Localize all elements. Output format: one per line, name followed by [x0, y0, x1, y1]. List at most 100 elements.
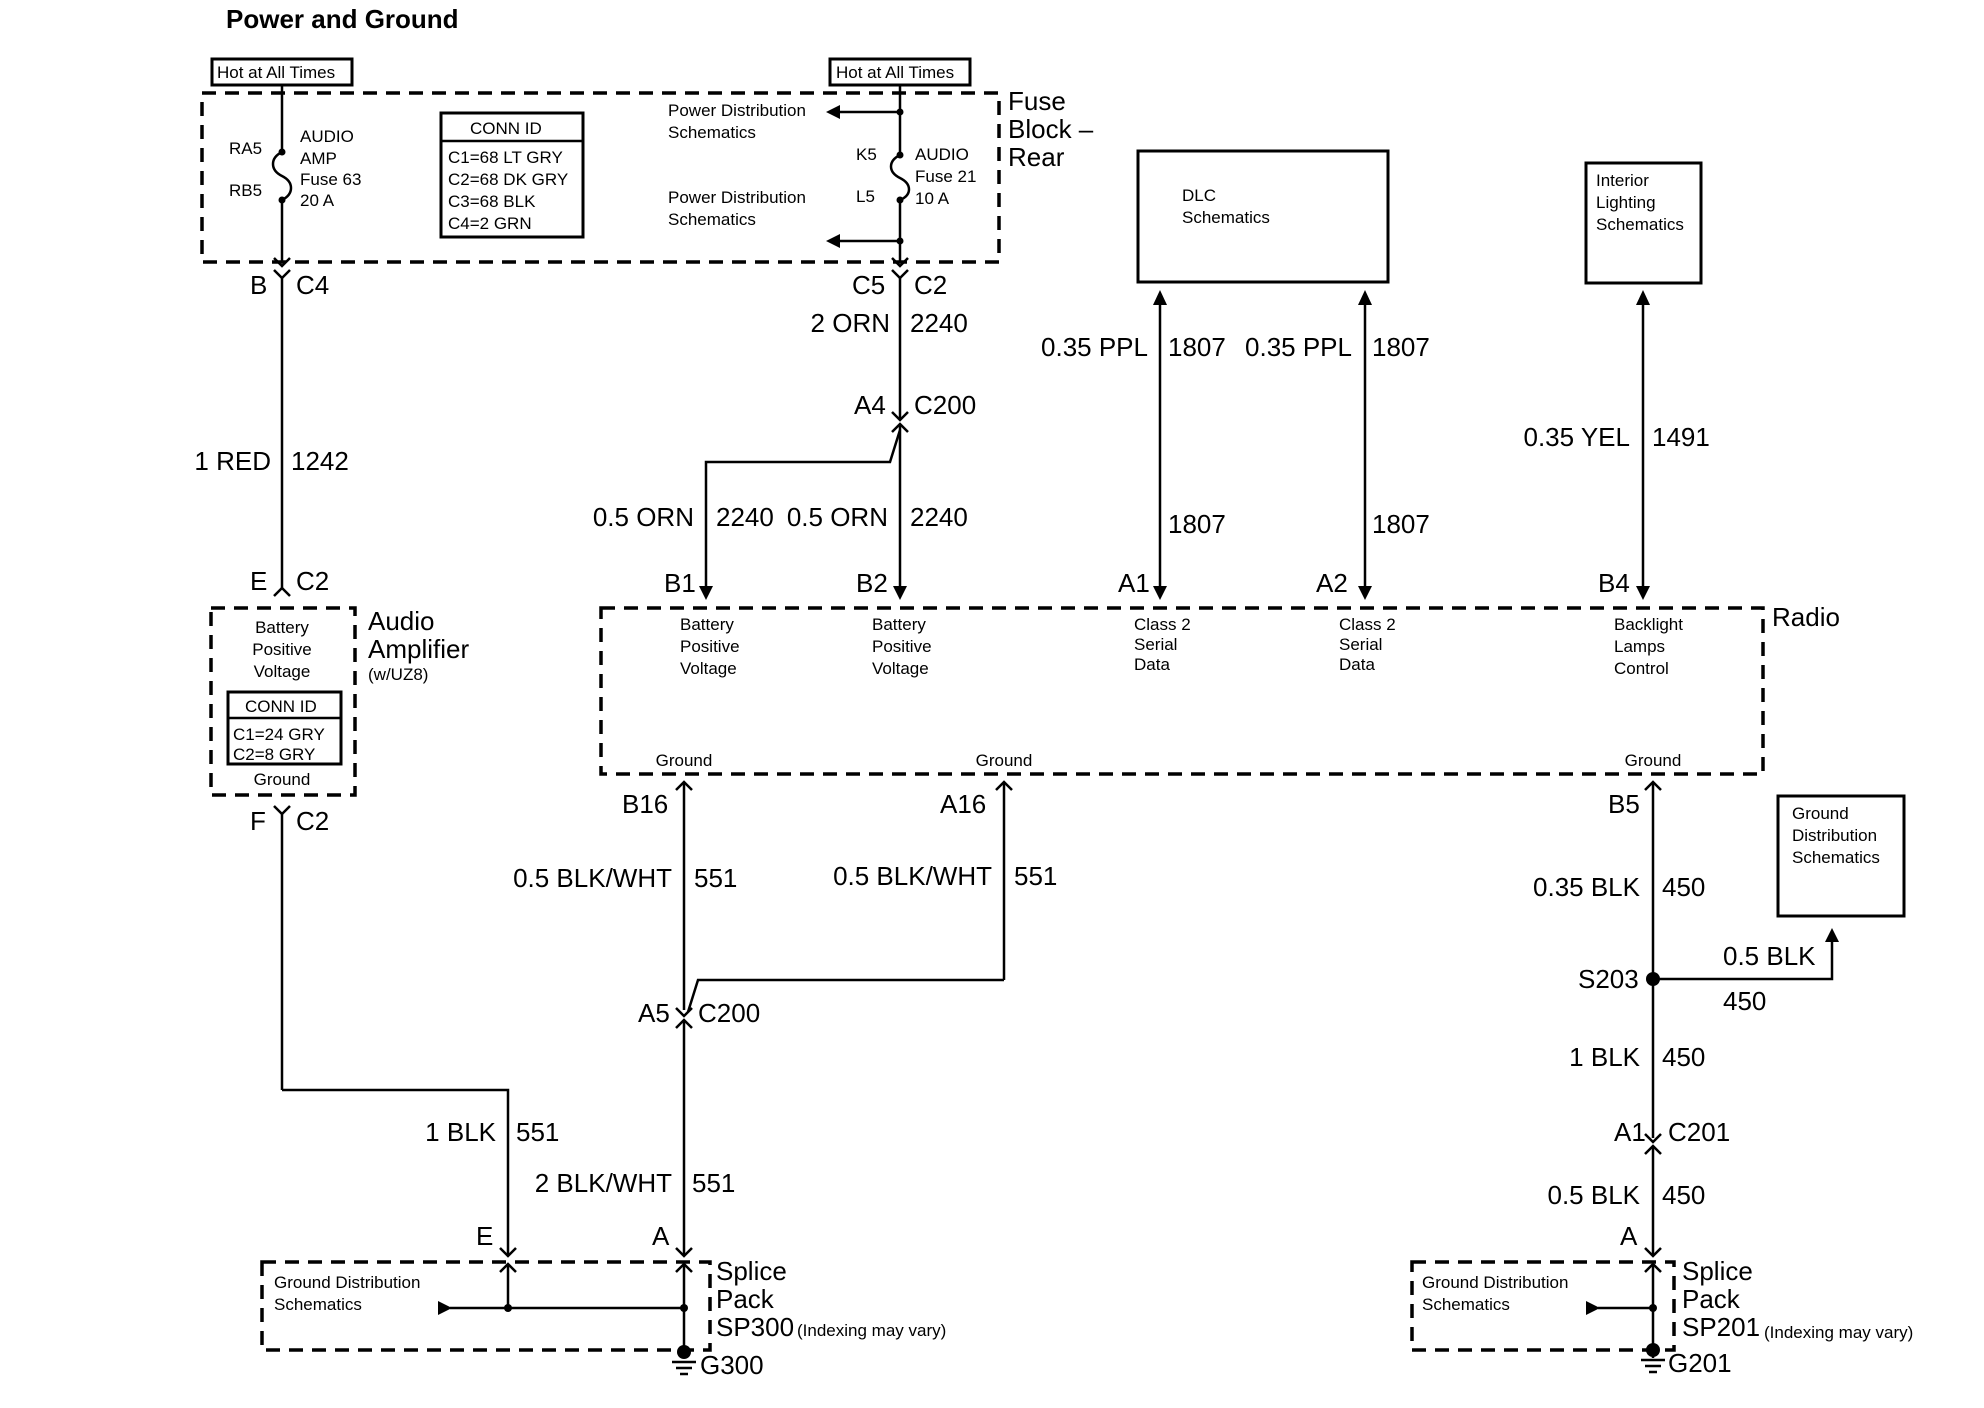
fuse-icon [889, 153, 911, 202]
ground-node [677, 1345, 691, 1359]
fuse-pin-l5: L5 [856, 187, 875, 206]
dlc-schematics: DLC Schematics 0.35 PPL 1807 1807 A1 0.3… [1041, 149, 1430, 600]
fuse-block-name-2: Block – [1008, 114, 1094, 144]
conn-id-box [439, 111, 585, 239]
connector-label: C4 [296, 270, 329, 300]
radio-pin-b1: B1 [664, 568, 696, 598]
wire-gauge: 0.35 PPL [1245, 332, 1352, 362]
radio-pin-description: Class 2 [1339, 615, 1396, 634]
amplifier-outline [209, 606, 357, 797]
connector-label: C200 [914, 390, 976, 420]
wire-gauge: 0.5 BLK/WHT [833, 861, 992, 891]
radio-pin-description: Control [1614, 659, 1669, 678]
radio-pin-description: Backlight [1614, 615, 1683, 634]
wire-circuit: 1491 [1652, 422, 1710, 452]
arrow-left-icon [826, 234, 840, 248]
splice-name: Splice [1682, 1256, 1753, 1286]
pin-label: F [250, 806, 266, 836]
ground-dist-label: Ground Distribution [274, 1273, 420, 1292]
interior-label: Interior [1596, 171, 1649, 190]
radio: Radio Battery Positive Voltage Battery P… [599, 602, 1840, 776]
fuse-label: Fuse 21 [915, 167, 976, 186]
pin-label: A [1620, 1221, 1638, 1251]
wire-circuit: 2240 [910, 308, 968, 338]
wire-gauge: 0.5 ORN [593, 502, 694, 532]
wire-gauge: 1 BLK [425, 1117, 496, 1147]
arrow-right-icon [438, 1301, 452, 1315]
connector-label: C200 [698, 998, 760, 1028]
connector-label: C2 [296, 566, 329, 596]
wire-circuit: 450 [1662, 1180, 1705, 1210]
radio-pin-a16: A16 [940, 789, 986, 819]
wire-circuit: 551 [516, 1117, 559, 1147]
wire-circuit: 2240 [716, 502, 774, 532]
radio-pin-b16: B16 [622, 789, 668, 819]
arrow-up-icon [1153, 290, 1167, 305]
radio-pin-description: Positive [872, 637, 932, 656]
interior-label: Schematics [1596, 215, 1684, 234]
fuse-label: AUDIO [915, 145, 969, 164]
amp-ground-label: Ground [254, 770, 311, 789]
radio-pin-description: Lamps [1614, 637, 1665, 656]
ground-node [1646, 1343, 1660, 1357]
arrow-down-icon [1636, 586, 1650, 600]
connector-label: C2 [914, 270, 947, 300]
wire-gauge: 0.5 BLK [1723, 941, 1816, 971]
radio-pin-a1: A1 [1118, 568, 1150, 598]
arrow-down-icon [1358, 586, 1372, 600]
pin-label: A1 [1614, 1117, 1646, 1147]
radio-pin-b4: B4 [1598, 568, 1630, 598]
fuse-label: AMP [300, 149, 337, 168]
ground-dist-label: Ground [1792, 804, 1849, 823]
radio-pin-b2: B2 [856, 568, 888, 598]
ground-icon [672, 1360, 696, 1376]
audio-amplifier: Audio Amplifier (w/UZ8) Battery Positive… [209, 606, 469, 797]
wire-circuit: 450 [1662, 872, 1705, 902]
interior-lighting-box [1584, 161, 1703, 285]
sp300-outline [260, 1260, 712, 1352]
wire-gauge: 1 BLK [1569, 1042, 1640, 1072]
radio-pin-a2: A2 [1316, 568, 1348, 598]
amp-conn-id-line: C1=24 GRY [233, 725, 325, 744]
splice-name: Splice [716, 1256, 787, 1286]
pin-label: E [476, 1221, 493, 1251]
pin-description: Voltage [254, 662, 311, 681]
arrow-up-icon [1358, 290, 1372, 305]
fuse-block: Hot at All Times Hot at All Times Fuse B… [200, 57, 1094, 264]
splice-note: (Indexing may vary) [1764, 1323, 1913, 1342]
pin-description: Battery [255, 618, 309, 637]
radio-pin-description: Serial [1134, 635, 1177, 654]
fuse-block-name-1: Fuse [1008, 86, 1066, 116]
ground-distribution-box [1776, 794, 1906, 918]
radio-pin-description: Data [1339, 655, 1375, 674]
wire-circuit: 1807 [1372, 332, 1430, 362]
splice-pack-sp300: Ground Distribution Schematics Splice Pa… [260, 1247, 946, 1380]
amplifier-option: (w/UZ8) [368, 665, 428, 684]
amp-conn-id-line: C2=8 GRY [233, 745, 315, 764]
radio-pin-description: Battery [680, 615, 734, 634]
interior-lighting: Interior Lighting Schematics 0.35 YEL 14… [1523, 161, 1710, 600]
radio-ground-label: Ground [656, 751, 713, 770]
arrow-up-icon [1825, 928, 1839, 942]
page-title: Power and Ground [226, 4, 459, 34]
pin-label: A5 [638, 998, 670, 1028]
radio-pin-description: Voltage [680, 659, 737, 678]
splice-note: (Indexing may vary) [797, 1321, 946, 1340]
fuse-icon [271, 150, 293, 202]
splice-pack-sp201: Ground Distribution Schematics Splice Pa… [1410, 1247, 1913, 1378]
pin-label: A4 [854, 390, 886, 420]
radio-pin-description: Class 2 [1134, 615, 1191, 634]
wire-gauge: 0.35 PPL [1041, 332, 1148, 362]
pin-label: A [652, 1221, 670, 1251]
sp201-outline [1410, 1260, 1676, 1352]
radio-ground-label: Ground [976, 751, 1033, 770]
wire-circuit: 1807 [1372, 509, 1430, 539]
conn-id-line: C1=68 LT GRY [448, 148, 563, 167]
fuse-block-name-3: Rear [1008, 142, 1065, 172]
pd-top-line1: Power Distribution [668, 101, 806, 120]
radio-pin-b5: B5 [1608, 789, 1640, 819]
wire-circuit: 551 [1014, 861, 1057, 891]
radio-name: Radio [1772, 602, 1840, 632]
wire-gauge: 0.5 ORN [787, 502, 888, 532]
conn-id-line: C3=68 BLK [448, 192, 536, 211]
